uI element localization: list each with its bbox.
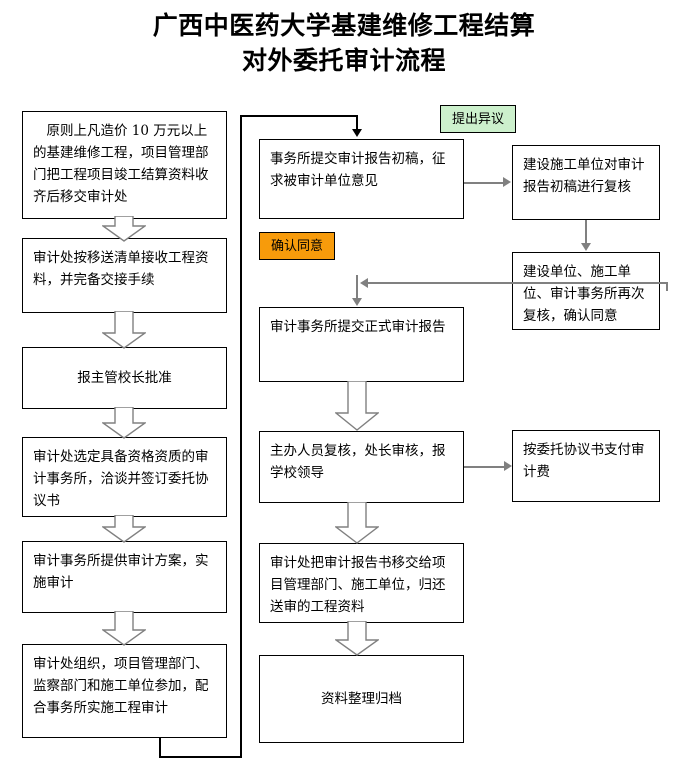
page-title-line-2: 对外委托审计流程: [241, 46, 446, 75]
node-left-1[interactable]: 原则上凡造价 10 万元以上的基建维修工程，项目管理部门把工程项目竣工结算资料收…: [22, 111, 227, 219]
block-arrow-left-1-to-2: [102, 216, 146, 242]
arrowhead-into-center2: [352, 298, 362, 306]
connector-into-center1: [356, 115, 358, 131]
page-title-line-1: 广西中医药大学基建维修工程结算: [152, 11, 536, 40]
connector-center1-to-right1: [464, 182, 504, 184]
node-center-4[interactable]: 审计处把审计报告书移交给项目管理部门、施工单位，归还送审的工程资料: [259, 543, 464, 623]
arrowhead-center2-merge: [360, 278, 368, 288]
connector-top-horizontal: [240, 115, 358, 117]
node-left-3[interactable]: 报主管校长批准: [22, 347, 227, 409]
node-left-6[interactable]: 审计处组织，项目管理部门、监察部门和施工单位参加，配合事务所实施工程审计: [22, 644, 227, 738]
connector-right2-to-center2: [368, 282, 668, 284]
block-arrow-center3-to-center4: [335, 502, 379, 544]
connector-main-riser: [240, 115, 242, 757]
node-center-3[interactable]: 主办人员复核，处长审核，报学校领导: [259, 431, 464, 503]
block-arrow-left-2-to-3: [102, 311, 146, 349]
node-center-5[interactable]: 资料整理归档: [259, 655, 464, 743]
node-right-1[interactable]: 建设施工单位对审计报告初稿进行复核: [512, 145, 660, 220]
block-arrow-center2-to-center3: [335, 381, 379, 431]
block-arrow-center4-to-center5: [335, 621, 379, 656]
node-center-2[interactable]: 审计事务所提交正式审计报告: [259, 307, 464, 382]
connector-right2-corner: [666, 282, 668, 291]
tag-confirm-agree[interactable]: 确认同意: [259, 232, 335, 260]
connector-center3-to-right3: [464, 466, 507, 468]
arrowhead-right3: [504, 461, 512, 471]
block-arrow-left-5-to-6: [102, 611, 146, 646]
tag-raise-objection[interactable]: 提出异议: [440, 105, 516, 133]
connector-right1-to-right2: [585, 220, 587, 243]
node-left-2[interactable]: 审计处按移送清单接收工程资料，并完备交接手续: [22, 238, 227, 313]
block-arrow-left-3-to-4: [102, 407, 146, 439]
block-arrow-left-4-to-5: [102, 515, 146, 543]
connector-bottom-horizontal: [159, 756, 242, 758]
node-center-1[interactable]: 事务所提交审计报告初稿，征求被审计单位意见: [259, 139, 464, 219]
node-left-5[interactable]: 审计事务所提供审计方案，实施审计: [22, 541, 227, 613]
connector-left6-down: [159, 737, 161, 757]
page-title: 广西中医药大学基建维修工程结算 对外委托审计流程: [0, 8, 688, 78]
node-right-2[interactable]: 建设单位、施工单位、审计事务所再次复核，确认同意: [512, 252, 660, 330]
arrowhead-right1: [503, 177, 511, 187]
arrowhead-right2: [581, 243, 591, 251]
node-right-3[interactable]: 按委托协议书支付审计费: [512, 430, 660, 502]
connector-down-to-center2: [356, 275, 358, 299]
node-left-4[interactable]: 审计处选定具备资格资质的审计事务所，洽谈并签订委托协议书: [22, 437, 227, 517]
arrowhead-into-center1: [352, 129, 362, 137]
